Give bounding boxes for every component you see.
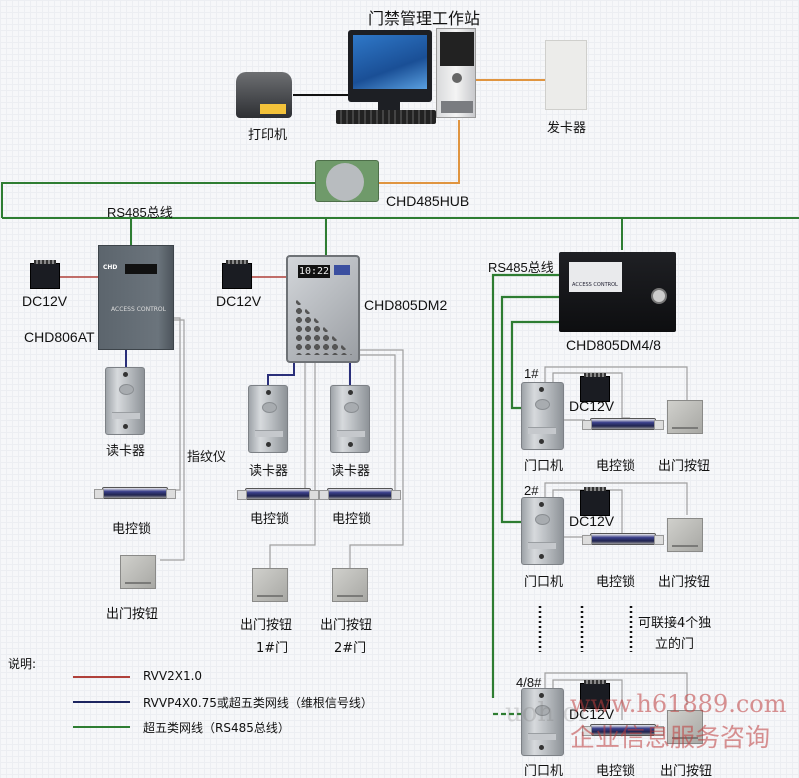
time-display: 10:22 [298,265,330,278]
controller-806at-label: CHD806AT [24,329,95,345]
hub-label: CHD485HUB [386,193,470,209]
card-reader-icon [248,385,288,453]
unit-label: 门口机 [524,575,564,590]
exit-button-label: 出门按钮 [240,618,293,633]
watermark-text: 企业信息服务咨询 [570,723,771,752]
controller-805dm48-label: CHD805DM4/8 [566,337,661,353]
exit-button-icon [332,568,368,602]
page-title: 门禁管理工作站 [368,9,481,28]
note-line-1: 可联接4个独 [638,616,712,631]
legend-item-signal: RVVP4X0.75或超五类网线（维根信号线） [143,696,373,710]
reader-label: 读卡器 [331,464,371,479]
lock-label: 电控锁 [250,512,290,527]
electric-lock-icon [319,488,401,500]
power-supply-icon [580,373,610,402]
power-supply-icon [580,680,610,709]
printer-icon [236,72,292,118]
printer-label: 打印机 [248,128,288,143]
lock-label: 电控锁 [332,512,372,527]
exit-button-icon [252,568,288,602]
fingerprint-label: 指纹仪 [187,450,227,465]
exit-button-label: 出门按钮 [660,764,713,778]
controller-805dm2: 10:22 [286,255,360,363]
watermark-faint: uoh or [505,698,591,728]
controller-805dm48: ACCESS CONTROL [559,252,676,332]
power-label: DC12V [569,513,615,529]
lock-label: 电控锁 [596,764,636,778]
exit-button-label: 出门按钮 [320,618,373,633]
electric-lock-icon [582,533,664,545]
electric-lock-icon [582,418,664,430]
door-number: 1# [524,366,539,381]
lock-label: 电控锁 [596,575,636,590]
unit-label: 门口机 [524,459,564,474]
exit-button-icon [120,555,156,589]
watermark-url: www.h61889.com [570,690,787,718]
door-number: 4/8# [516,675,542,690]
controller-805dm2-label: CHD805DM2 [364,297,448,313]
card-reader-icon [330,385,370,453]
pc-tower-icon [436,28,476,118]
electric-lock-icon [582,724,664,736]
door-label: 2#门 [334,641,367,656]
door-number: 2# [524,483,539,498]
power-label: DC12V [22,293,68,309]
electric-lock-icon [94,487,176,499]
unit-label: 门口机 [524,764,564,778]
card-issuer-icon [545,40,587,110]
reader-label: 读卡器 [106,444,146,459]
legend-title: 说明: [8,657,37,671]
card-reader-icon [105,367,145,435]
door-unit-icon [521,688,564,756]
legend-item-power: RVV2X1.0 [143,669,203,683]
card-issuer-label: 发卡器 [547,121,587,136]
rs485-hub-icon [315,160,379,202]
exit-button-icon [667,710,703,744]
bus-label: RS485总线 [488,260,554,275]
power-label: DC12V [569,706,615,722]
monitor-stand [378,100,400,112]
electric-lock-icon [237,488,319,500]
exit-button-icon [667,518,703,552]
hub-to-pc-wire [378,120,460,184]
door-unit-icon [521,497,564,565]
note-line-2: 立的门 [655,637,695,652]
panel-text: ACCESS CONTROL [111,306,166,313]
controller-806at: CHD ACCESS CONTROL [98,245,174,350]
exit-button-label: 出门按钮 [658,575,711,590]
exit-button-icon [667,400,703,434]
rs485-top-wire [1,182,318,218]
door-label: 1#门 [256,641,289,656]
power-label: DC12V [216,293,262,309]
power-supply-icon [222,260,252,289]
monitor-icon [348,30,432,102]
bus-label: RS485总线 [107,205,173,220]
power-supply-icon [580,487,610,516]
power-label: DC12V [569,398,615,414]
keyboard-icon [336,110,436,124]
reader-label: 读卡器 [249,464,289,479]
lock-label: 电控锁 [596,459,636,474]
exit-button-label: 出门按钮 [106,607,159,622]
panel-text: ACCESS CONTROL [572,282,618,288]
door-unit-icon [521,382,564,450]
lock-label: 电控锁 [112,522,152,537]
power-supply-icon [30,260,60,289]
exit-button-label: 出门按钮 [658,459,711,474]
legend-item-rs485: 超五类网线（RS485总线） [143,721,290,735]
